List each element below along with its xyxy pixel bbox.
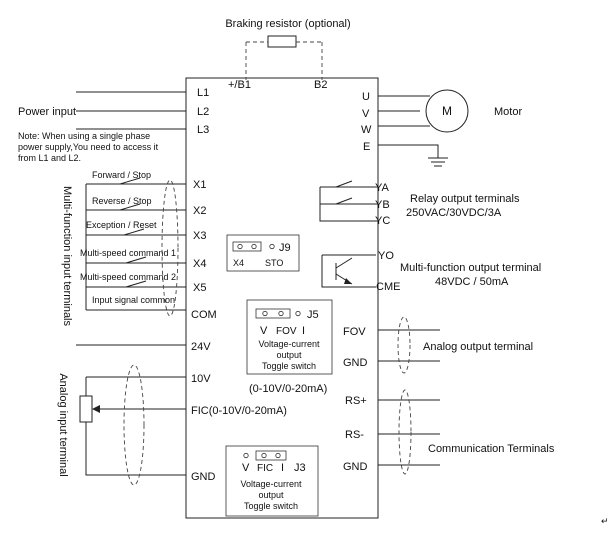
j3-v: V (242, 462, 250, 474)
terminal-yo: YO (378, 250, 394, 262)
power-input-label: Power input (18, 106, 76, 118)
comm-label: Communication Terminals (428, 443, 555, 455)
terminal-gnd-ao: GND (343, 357, 368, 369)
input-group-ellipse (161, 179, 179, 317)
transistor-output (321, 254, 376, 288)
j3-desc-1: Voltage-current (240, 479, 302, 489)
j5-desc-1: Voltage-current (258, 339, 320, 349)
j3-desc-2: output (258, 490, 284, 500)
note-line-1: Note: When using a single phase (18, 131, 150, 141)
drive-body (185, 77, 379, 519)
j3-fic: FIC (257, 463, 273, 474)
j9-sto: STO (265, 258, 283, 268)
j9-label: J9 (279, 242, 291, 254)
mf-output-rating: 48VDC / 50mA (435, 276, 509, 288)
wiper-arrow-icon (92, 405, 100, 413)
switch-row-2: Reverse / Stop (86, 196, 186, 211)
terminal-fic: FIC(0-10V/0-20mA) (191, 405, 287, 417)
terminal-gnd-comm: GND (343, 461, 368, 473)
relay-label: Relay output terminals (410, 193, 520, 205)
j5-desc-2: output (276, 350, 302, 360)
switch-forward-stop: Forward / Stop (92, 170, 151, 180)
potentiometer-wires (85, 376, 186, 476)
terminal-l1: L1 (197, 87, 209, 99)
j3-desc-3: Toggle switch (244, 501, 298, 511)
motor-letter: M (442, 104, 452, 118)
switch-row-common: Input signal common (86, 295, 186, 311)
terminal-24v: 24V (191, 341, 211, 353)
terminal-x5: X5 (193, 282, 206, 294)
terminal-v: V (362, 108, 370, 120)
braking-resistor-symbol (267, 35, 297, 48)
relay-rating: 250VAC/30VDC/3A (406, 207, 502, 219)
terminal-com: COM (191, 309, 217, 321)
switch-input-common: Input signal common (92, 295, 175, 305)
analog-output-ellipse (397, 316, 411, 374)
analog-output-label: Analog output terminal (423, 341, 533, 353)
ground-icon (428, 157, 448, 167)
terminal-10v: 10V (191, 373, 211, 385)
fov-range: (0-10V/0-20mA) (249, 383, 327, 395)
motor-symbol (425, 89, 469, 133)
terminal-rs-plus: RS+ (345, 395, 367, 407)
analog-input-ellipse (123, 364, 145, 486)
switch-reverse-stop: Reverse / Stop (92, 196, 152, 206)
terminal-ya: YA (375, 182, 390, 194)
note-line-2: power supply,You need to access it (18, 142, 159, 152)
terminal-e: E (363, 141, 370, 153)
terminal-x4: X4 (193, 258, 206, 270)
j5-i: I (302, 325, 305, 337)
j3-i: I (281, 462, 284, 474)
earth-wire (378, 144, 439, 158)
corner-return-mark: ↵ (601, 516, 609, 526)
switch-row-3: Exception / Reset (86, 220, 186, 236)
j5-v: V (260, 325, 268, 337)
j5-desc-3: Toggle switch (262, 361, 316, 371)
terminal-x1: X1 (193, 179, 206, 191)
terminal-l2: L2 (197, 106, 209, 118)
terminal-l3: L3 (197, 124, 209, 136)
jumper-j9: J9 X4 STO (226, 234, 300, 272)
switch-multi-speed-2: Multi-speed command 2 (80, 272, 176, 282)
braking-resistor-label: Braking resistor (optional) (225, 18, 350, 30)
terminal-u: U (362, 91, 370, 103)
terminal-gnd-left: GND (191, 471, 216, 483)
terminal-pb1: +/B1 (228, 79, 251, 91)
braking-resistor-wires (245, 41, 323, 80)
switch-row-1: Forward / Stop (86, 170, 186, 185)
terminal-x3: X3 (193, 230, 206, 242)
switch-row-5: Multi-speed command 2 (80, 272, 186, 288)
jumper-j3: V FIC I J3 Voltage-current output Toggle… (225, 445, 319, 517)
terminal-rs-minus: RS- (345, 429, 364, 441)
j5-fov: FOV (276, 326, 297, 337)
switch-multi-speed-1: Multi-speed command 1 (80, 248, 176, 258)
multifunction-input-label: Multi-function input terminals (61, 186, 73, 327)
terminal-b2: B2 (314, 79, 327, 91)
j3-label: J3 (294, 462, 306, 474)
jumper-j5: J5 V FOV I Voltage-current output Toggle… (246, 299, 333, 375)
potentiometer-symbol (79, 395, 93, 423)
terminal-fov: FOV (343, 326, 366, 338)
switch-exception-reset: Exception / Reset (86, 220, 157, 230)
note-line-3: from L1 and L2. (18, 153, 81, 163)
terminal-cme: CME (376, 281, 400, 293)
relay-contacts (319, 180, 378, 222)
motor-label: Motor (494, 106, 522, 118)
terminal-yb: YB (375, 199, 390, 211)
terminal-yc: YC (375, 215, 390, 227)
comm-ellipse (398, 389, 412, 475)
terminal-w: W (361, 124, 372, 136)
j9-x4: X4 (233, 258, 244, 268)
switch-row-4: Multi-speed command 1 (80, 248, 186, 264)
mf-output-label: Multi-function output terminal (400, 262, 541, 274)
terminal-x2: X2 (193, 205, 206, 217)
analog-input-label: Analog input terminal (57, 373, 69, 476)
j5-label: J5 (307, 309, 319, 321)
